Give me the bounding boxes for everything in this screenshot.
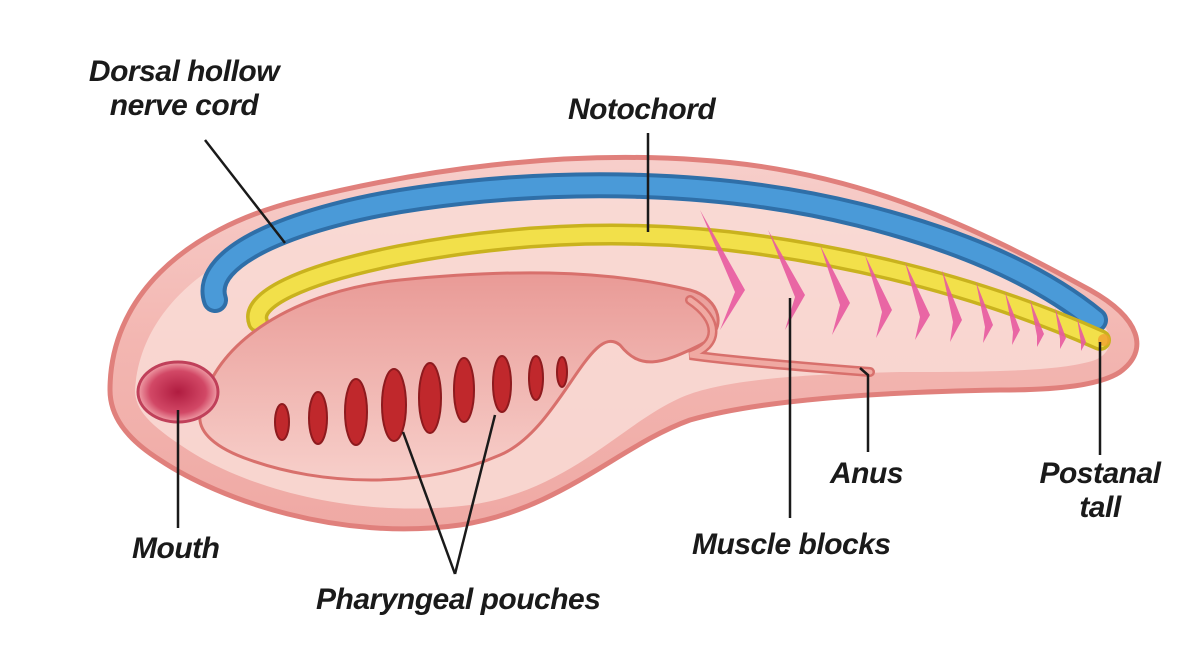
label-mouth-text: Mouth bbox=[132, 532, 219, 566]
label-anus-text: Anus bbox=[830, 457, 903, 491]
pouch-8 bbox=[529, 356, 543, 400]
label-dorsal-hollow-nerve-cord: Dorsal hollow nerve cord bbox=[68, 55, 300, 123]
label-anus: Anus bbox=[830, 457, 903, 491]
label-postanal-line1: Postanal bbox=[1030, 457, 1170, 491]
pouch-7 bbox=[493, 356, 511, 412]
label-pouches-text: Pharyngeal pouches bbox=[316, 583, 600, 617]
label-pharyngeal-pouches: Pharyngeal pouches bbox=[316, 583, 600, 617]
label-muscle-blocks-text: Muscle blocks bbox=[692, 528, 891, 562]
pouch-1 bbox=[275, 404, 289, 440]
label-notochord: Notochord bbox=[568, 93, 715, 127]
pouch-6 bbox=[454, 358, 474, 422]
pouch-3 bbox=[345, 379, 367, 445]
label-nerve-cord-line1: Dorsal hollow bbox=[68, 55, 300, 89]
pouch-4 bbox=[382, 369, 406, 441]
label-postanal-line2: tall bbox=[1030, 491, 1170, 525]
label-mouth: Mouth bbox=[132, 532, 219, 566]
pouch-5 bbox=[419, 363, 441, 433]
pouch-2 bbox=[309, 392, 327, 444]
label-postanal-tail: Postanal tall bbox=[1030, 457, 1170, 525]
pouch-9 bbox=[557, 357, 567, 387]
label-nerve-cord-line2: nerve cord bbox=[68, 89, 300, 123]
label-notochord-text: Notochord bbox=[568, 93, 715, 127]
label-muscle-blocks: Muscle blocks bbox=[692, 528, 891, 562]
